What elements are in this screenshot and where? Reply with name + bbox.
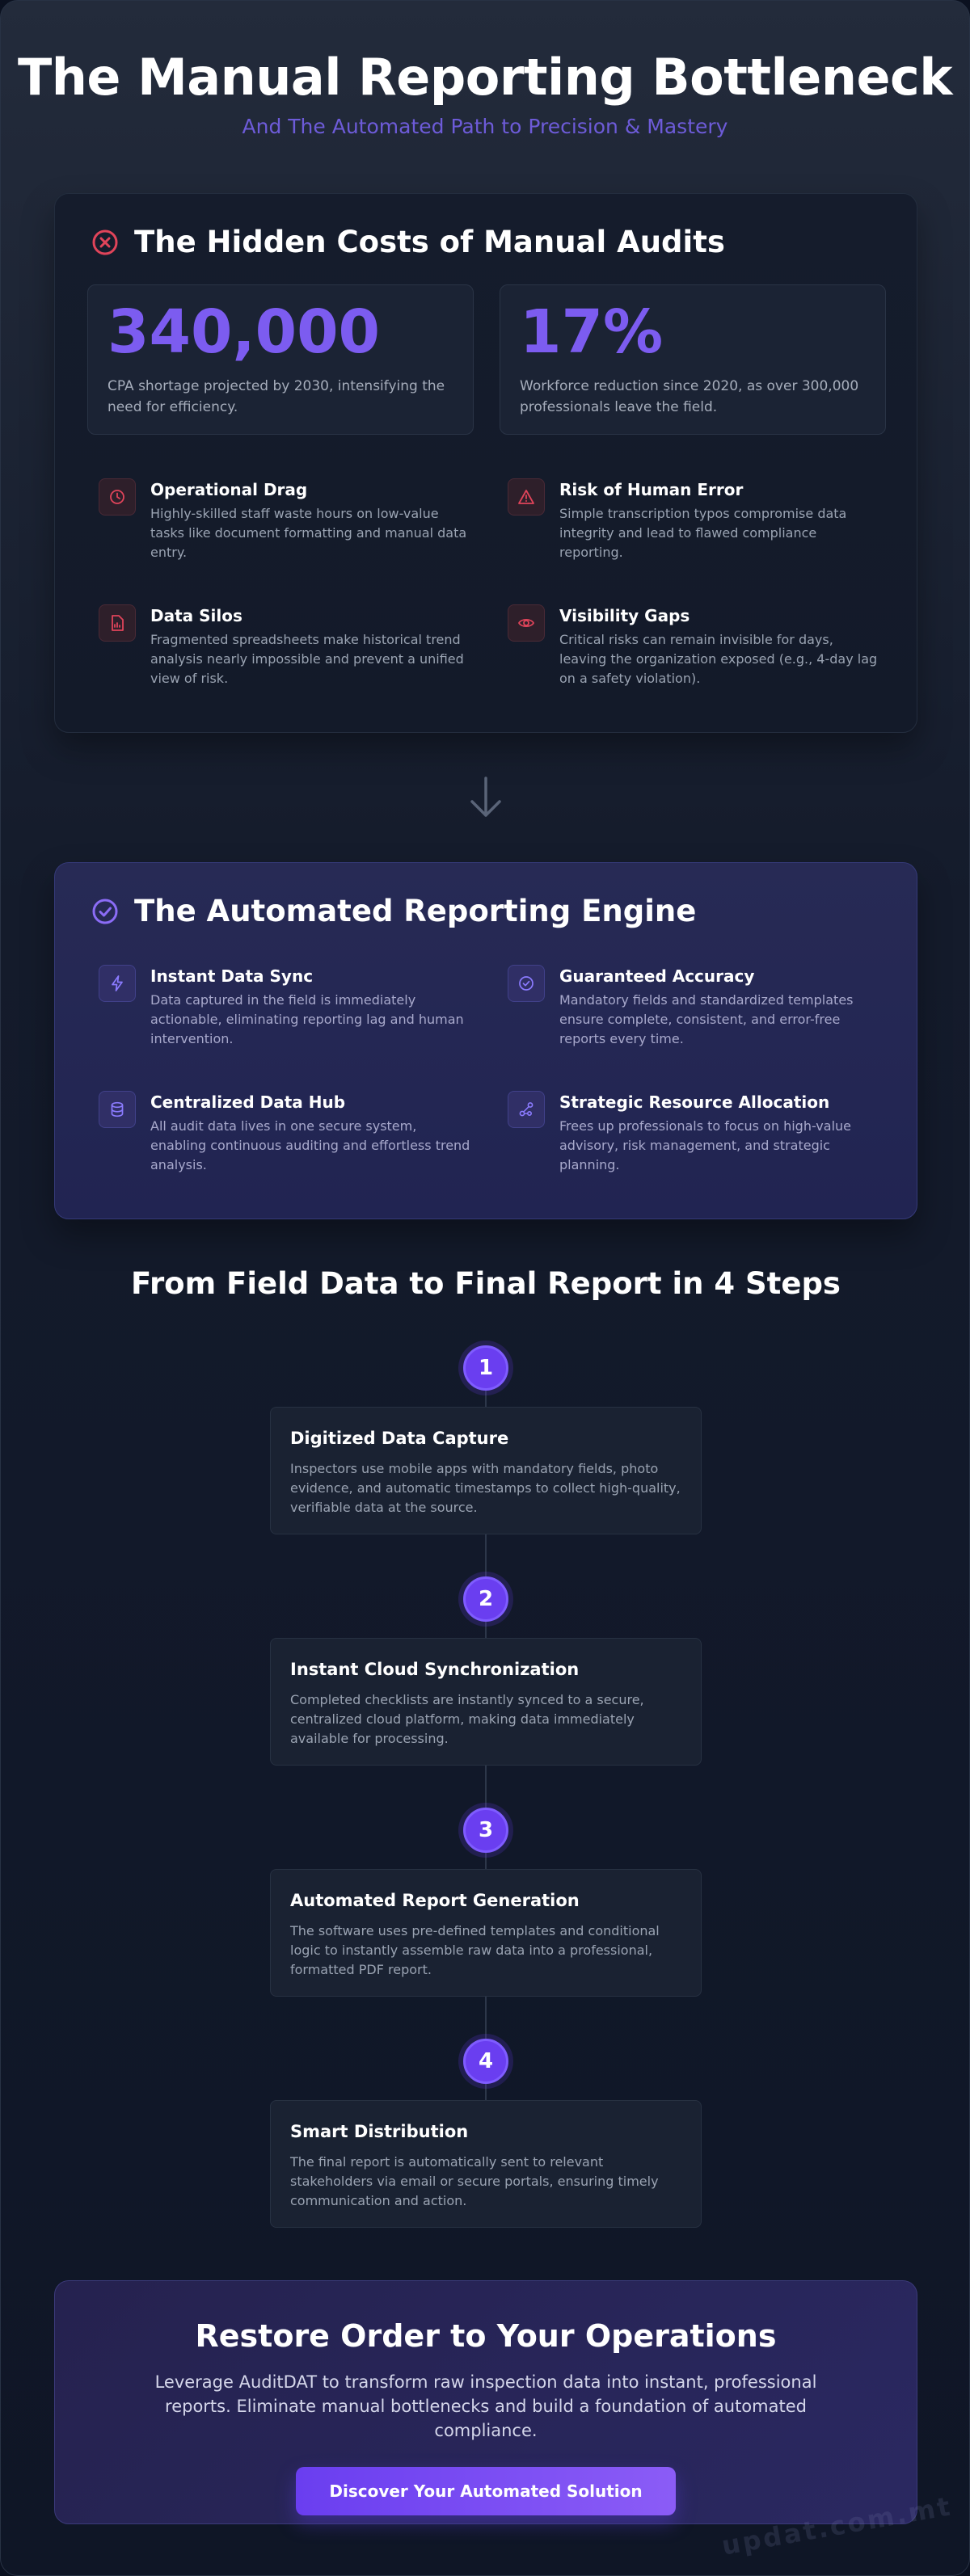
step-card-smart-distribution: Smart Distribution The final report is a… [270, 2100, 702, 2228]
cost-item-description: Simple transcription typos compromise da… [559, 506, 847, 560]
engine-item-title: Guaranteed Accuracy [559, 966, 755, 986]
hidden-costs-header: The Hidden Costs of Manual Audits [91, 225, 725, 259]
cta-text: Leverage AuditDAT to transform raw inspe… [154, 2372, 817, 2440]
cost-item-description: Critical risks can remain invisible for … [559, 632, 878, 686]
engine-item-resource-allocation: Strategic Resource Allocation Frees up p… [508, 1091, 879, 1175]
hidden-costs-card: The Hidden Costs of Manual Audits 340,00… [54, 193, 917, 733]
engine-item-title: Instant Data Sync [150, 966, 314, 986]
cta-title: Restore Order to Your Operations [195, 2318, 777, 2354]
step-title: Digitized Data Capture [290, 1429, 509, 1448]
check-circle-icon [91, 897, 120, 926]
stat-description: CPA shortage projected by 2030, intensif… [108, 377, 445, 415]
cost-item-human-error: Risk of Human Error Simple transcription… [508, 478, 879, 562]
step-title: Instant Cloud Synchronization [290, 1660, 580, 1679]
stat-value: 340,000 [108, 297, 381, 367]
automated-engine-title: The Automated Reporting Engine [134, 894, 697, 928]
step-card-data-capture: Digitized Data Capture Inspectors use mo… [270, 1407, 702, 1534]
x-circle-icon [91, 228, 120, 257]
steps-title: From Field Data to Final Report in 4 Ste… [131, 1266, 841, 1301]
document-chart-icon [99, 604, 136, 642]
step-number-badge: 3 [463, 1808, 508, 1853]
page-header: The Manual Reporting Bottleneck And The … [1, 1, 969, 138]
automated-engine-card: The Automated Reporting Engine Instant D… [54, 862, 917, 1219]
cost-item-description: Fragmented spreadsheets make historical … [150, 632, 464, 686]
step-number-badge: 2 [463, 1576, 508, 1622]
automated-engine-header: The Automated Reporting Engine [91, 894, 696, 928]
step-description: Completed checklists are instantly synce… [290, 1692, 644, 1746]
cost-item-title: Data Silos [150, 606, 242, 625]
engine-item-description: Mandatory fields and standardized templa… [559, 992, 854, 1046]
arrow-down-icon [470, 777, 501, 817]
eye-icon [508, 604, 545, 642]
engine-item-description: Frees up professionals to focus on high-… [559, 1118, 851, 1172]
cta-card: Restore Order to Your Operations Leverag… [54, 2280, 917, 2524]
engine-item-instant-sync: Instant Data Sync Data captured in the f… [99, 965, 470, 1049]
step-card-report-generation: Automated Report Generation The software… [270, 1869, 702, 1997]
step-title: Smart Distribution [290, 2122, 469, 2141]
stat-value: 17% [520, 297, 664, 367]
cost-item-visibility-gaps: Visibility Gaps Critical risks can remai… [508, 604, 879, 688]
engine-item-title: Centralized Data Hub [150, 1092, 346, 1112]
stat-description: Workforce reduction since 2020, as over … [520, 377, 859, 415]
step-title: Automated Report Generation [290, 1891, 580, 1910]
engine-item-centralized-hub: Centralized Data Hub All audit data live… [99, 1091, 470, 1175]
nodes-icon [508, 1091, 545, 1128]
engine-item-title: Strategic Resource Allocation [559, 1092, 830, 1112]
step-description: Inspectors use mobile apps with mandator… [290, 1461, 681, 1515]
clock-icon [99, 478, 136, 516]
discover-solution-button[interactable]: Discover Your Automated Solution [296, 2467, 676, 2515]
engine-item-description: Data captured in the field is immediatel… [150, 992, 464, 1046]
engine-item-description: All audit data lives in one secure syste… [150, 1118, 470, 1172]
cost-item-title: Risk of Human Error [559, 480, 744, 499]
step-description: The software uses pre-defined templates … [290, 1923, 660, 1977]
cost-item-operational-drag: Operational Drag Highly-skilled staff wa… [99, 478, 470, 562]
step-number-badge: 1 [463, 1345, 508, 1391]
cost-item-title: Visibility Gaps [559, 606, 690, 625]
cost-item-description: Highly-skilled staff waste hours on low-… [150, 506, 467, 560]
page-subtitle: And The Automated Path to Precision & Ma… [242, 115, 728, 138]
lightning-icon [99, 965, 136, 1002]
hidden-costs-title: The Hidden Costs of Manual Audits [134, 225, 725, 259]
cost-item-title: Operational Drag [150, 480, 308, 499]
stat-box-cpa-shortage: 340,000 CPA shortage projected by 2030, … [87, 284, 474, 435]
step-number-badge: 4 [463, 2039, 508, 2084]
database-icon [99, 1091, 136, 1128]
step-card-cloud-sync: Instant Cloud Synchronization Completed … [270, 1638, 702, 1766]
step-description: The final report is automatically sent t… [290, 2154, 659, 2208]
check-circle-icon [508, 965, 545, 1002]
cost-item-data-silos: Data Silos Fragmented spreadsheets make … [99, 604, 470, 688]
page-title: The Manual Reporting Bottleneck [18, 48, 953, 107]
engine-item-guaranteed-accuracy: Guaranteed Accuracy Mandatory fields and… [508, 965, 879, 1049]
warning-triangle-icon [508, 478, 545, 516]
stat-box-workforce-reduction: 17% Workforce reduction since 2020, as o… [500, 284, 886, 435]
